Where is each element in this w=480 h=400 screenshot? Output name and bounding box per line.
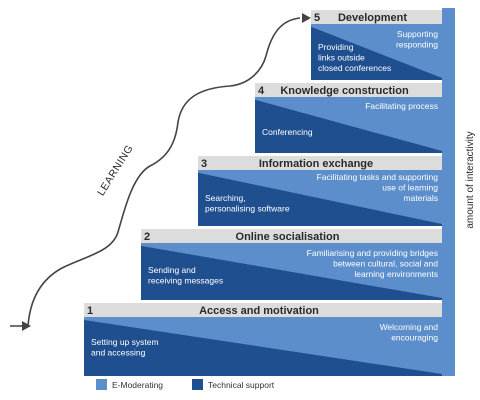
learning-curve bbox=[10, 17, 301, 327]
stage-header-band bbox=[311, 10, 442, 24]
legend-label-technical-support: Technical support bbox=[208, 380, 275, 390]
e-moderating-text-line: Supporting bbox=[397, 29, 438, 39]
e-moderating-text-line: encouraging bbox=[391, 333, 438, 343]
stage-number: 1 bbox=[87, 305, 93, 317]
learning-label: LEARNING bbox=[95, 143, 136, 198]
stage-header-band bbox=[84, 303, 442, 317]
technical-support-text: Searching,personalising software bbox=[205, 193, 290, 214]
technical-support-text-line: Providing bbox=[318, 42, 354, 52]
stage-title: Access and motivation bbox=[199, 305, 319, 317]
technical-support-text-line: links outside bbox=[318, 53, 365, 63]
arrow-head-start bbox=[22, 321, 31, 331]
e-moderating-text-line: use of learning bbox=[382, 183, 438, 193]
technical-support-area bbox=[311, 26, 442, 80]
technical-support-text: Conferencing bbox=[262, 127, 313, 137]
stage-title: Knowledge construction bbox=[280, 85, 409, 97]
arrow-head-end bbox=[302, 13, 311, 23]
technical-support-text-line: personalising software bbox=[205, 204, 290, 214]
interactivity-label: amount of interactivity bbox=[465, 131, 476, 228]
stage-header-band bbox=[198, 156, 442, 170]
e-moderating-text-line: Facilitating tasks and supporting bbox=[317, 172, 439, 182]
e-moderating-text-line: learning environments bbox=[354, 269, 438, 279]
stage-number: 4 bbox=[258, 85, 265, 97]
technical-support-text-line: Sending and bbox=[148, 265, 196, 275]
e-moderating-text-line: responding bbox=[396, 40, 438, 50]
legend-swatch-e-moderating bbox=[96, 379, 107, 390]
technical-support-text-line: receiving messages bbox=[148, 276, 223, 286]
stage-header-band bbox=[255, 83, 442, 97]
technical-support-text-line: Setting up system bbox=[91, 337, 159, 347]
stage-number: 3 bbox=[201, 158, 207, 170]
technical-support-area bbox=[255, 99, 442, 153]
stage-title: Development bbox=[338, 12, 407, 24]
technical-support-text-line: closed conferences bbox=[318, 63, 391, 73]
stage-header-band bbox=[141, 229, 442, 243]
legend-swatch-technical-support bbox=[192, 379, 203, 390]
technical-support-text-line: and accessing bbox=[91, 348, 146, 358]
e-moderating-text: Facilitating process bbox=[365, 101, 438, 111]
technical-support-text-line: Conferencing bbox=[262, 127, 313, 137]
stage-title: Online socialisation bbox=[236, 231, 340, 243]
e-moderating-text-line: between cultural, social and bbox=[333, 259, 438, 269]
e-moderating-text-line: materials bbox=[404, 193, 438, 203]
technical-support-area bbox=[141, 245, 442, 300]
e-moderating-text-line: Facilitating process bbox=[365, 101, 438, 111]
stage-number: 2 bbox=[144, 231, 150, 243]
technical-support-area bbox=[198, 172, 442, 226]
learning-arrow bbox=[10, 13, 311, 331]
legend: E-Moderating Technical support bbox=[96, 379, 275, 390]
legend-label-e-moderating: E-Moderating bbox=[112, 380, 163, 390]
e-moderating-text-line: Familiarising and providing bridges bbox=[307, 248, 438, 258]
technical-support-area bbox=[84, 319, 442, 376]
interactivity-bar bbox=[442, 8, 455, 376]
e-moderating-text-line: Welcoming and bbox=[380, 322, 439, 332]
stage-title: Information exchange bbox=[259, 158, 373, 170]
stage-number: 5 bbox=[314, 12, 320, 24]
technical-support-text-line: Searching, bbox=[205, 193, 246, 203]
